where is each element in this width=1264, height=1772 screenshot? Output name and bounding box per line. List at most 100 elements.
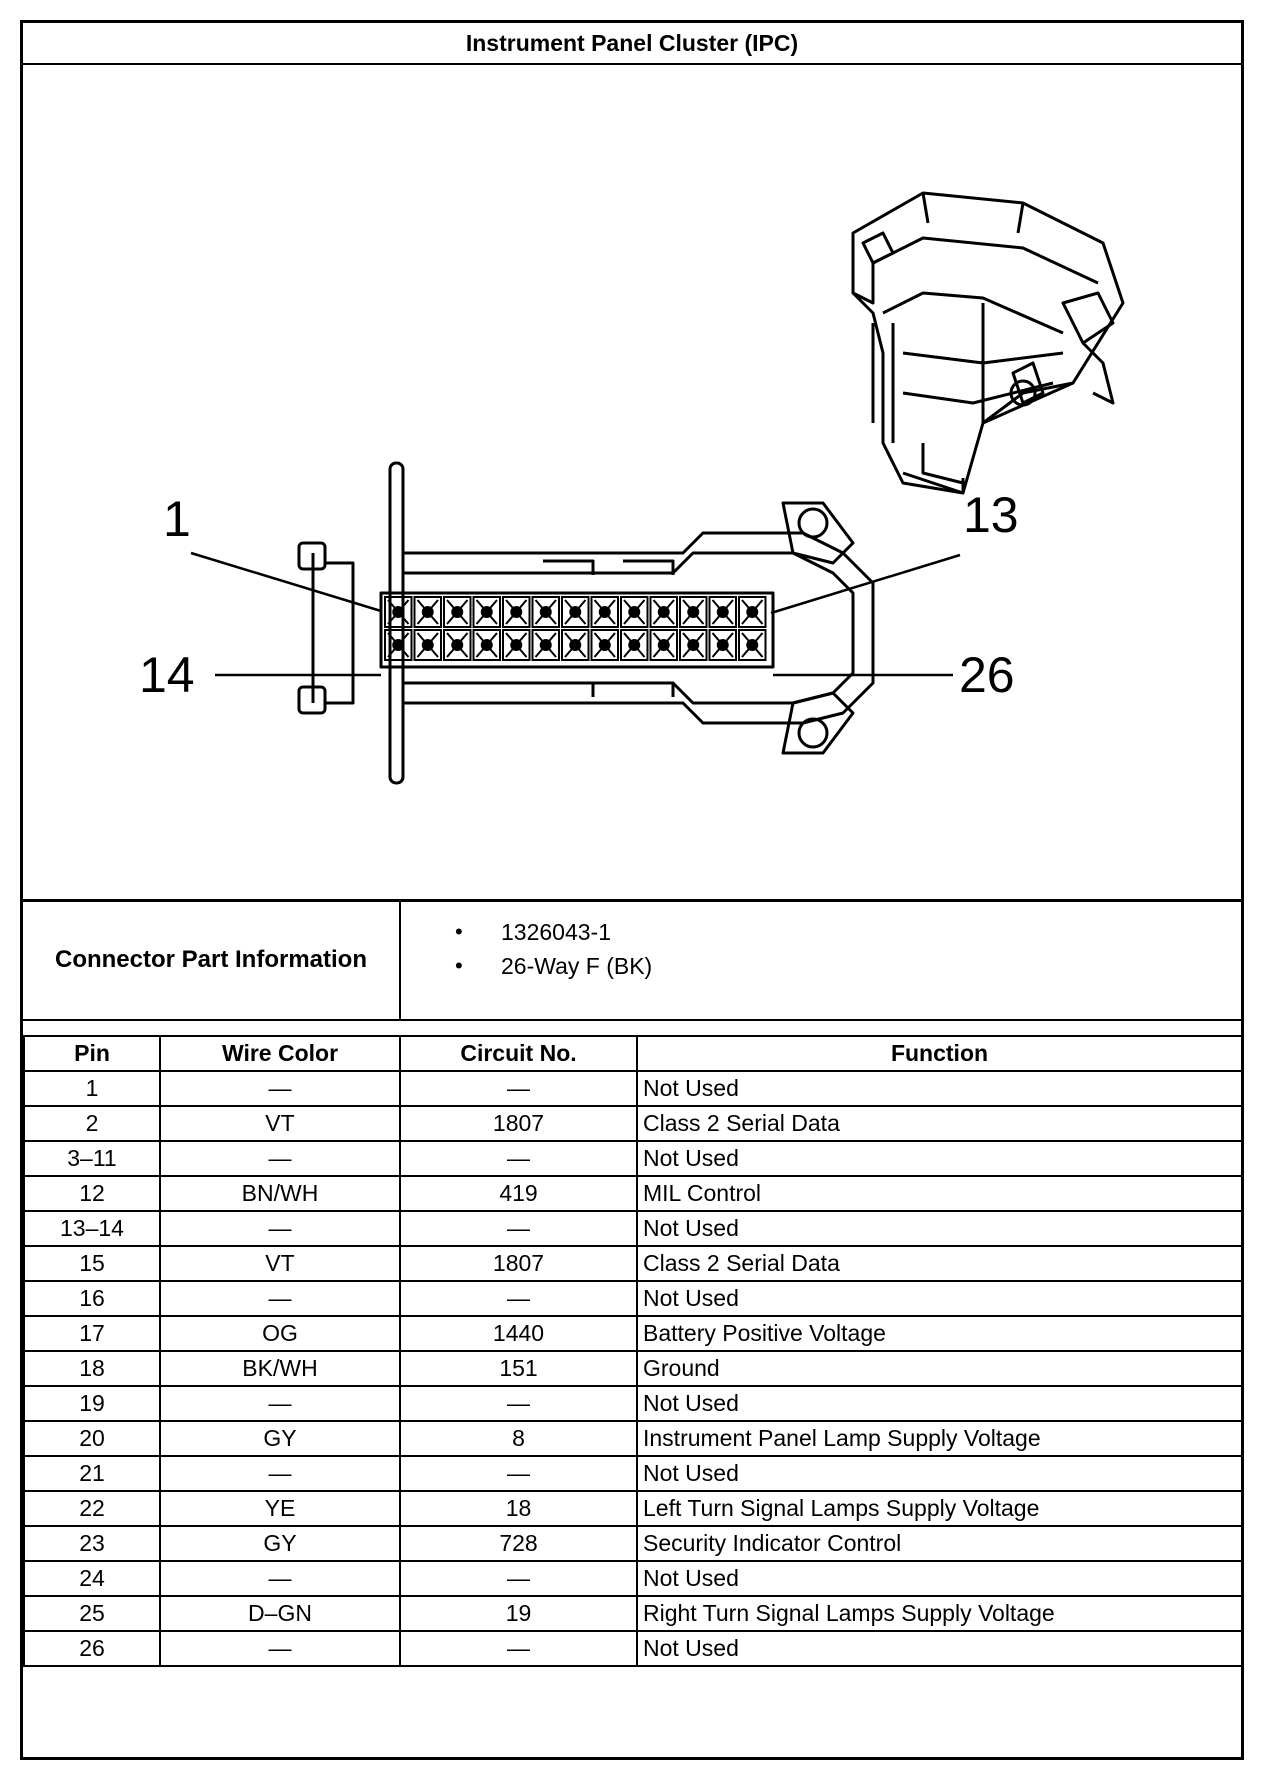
pin-cavity-mark bbox=[505, 632, 528, 658]
pin-cavity bbox=[561, 629, 590, 661]
wire-color-cell: GY bbox=[159, 1420, 401, 1457]
pin-cavity-mark bbox=[652, 632, 675, 658]
circuit-cell: — bbox=[399, 1455, 638, 1492]
wire-color-cell: — bbox=[159, 1140, 401, 1177]
wire-color-cell: BN/WH bbox=[159, 1175, 401, 1212]
circuit-cell: 8 bbox=[399, 1420, 638, 1457]
connector-info-list: 1326043-1 26-Way F (BK) bbox=[399, 901, 1241, 1019]
pin-cavity-mark bbox=[741, 599, 764, 625]
pin-cell: 2 bbox=[23, 1105, 161, 1142]
wire-color-cell: D–GN bbox=[159, 1595, 401, 1632]
pin-cavity bbox=[502, 629, 531, 661]
pin-cell: 15 bbox=[23, 1245, 161, 1282]
connector-sheet: Instrument Panel Cluster (IPC) bbox=[20, 20, 1244, 1760]
wire-color-cell: GY bbox=[159, 1525, 401, 1562]
pin-cavity bbox=[413, 629, 442, 661]
pin-cell: 21 bbox=[23, 1455, 161, 1492]
part-number: 1326043-1 bbox=[399, 915, 1241, 949]
table-row: 19——Not Used bbox=[23, 1385, 1243, 1422]
pin-cavity bbox=[738, 596, 767, 628]
header-wire-color: Wire Color bbox=[159, 1035, 401, 1072]
pin-cavity-mark bbox=[534, 632, 557, 658]
pin-cell: 26 bbox=[23, 1630, 161, 1667]
function-cell: Not Used bbox=[636, 1070, 1243, 1107]
connector-drawing: 1 14 13 26 bbox=[139, 191, 1125, 785]
table-row: 24——Not Used bbox=[23, 1560, 1243, 1597]
pin-cavity bbox=[738, 629, 767, 661]
function-cell: Not Used bbox=[636, 1385, 1243, 1422]
pin-cell: 12 bbox=[23, 1175, 161, 1212]
pin-cavity bbox=[679, 629, 708, 661]
circuit-cell: — bbox=[399, 1210, 638, 1247]
pin-cavity-mark bbox=[652, 599, 675, 625]
connector-part-info: Connector Part Information 1326043-1 26-… bbox=[23, 901, 1241, 1021]
pin-cavity-mark bbox=[711, 599, 734, 625]
circuit-cell: 19 bbox=[399, 1595, 638, 1632]
pin-cavity bbox=[620, 596, 649, 628]
pin-cell: 1 bbox=[23, 1070, 161, 1107]
callout-pin-14: 14 bbox=[139, 647, 195, 703]
table-row: 21——Not Used bbox=[23, 1455, 1243, 1492]
pin-cavity-mark bbox=[623, 599, 646, 625]
page-title: Instrument Panel Cluster (IPC) bbox=[23, 23, 1241, 65]
circuit-cell: 151 bbox=[399, 1350, 638, 1387]
connector-description: 26-Way F (BK) bbox=[399, 949, 1241, 983]
circuit-cell: 728 bbox=[399, 1525, 638, 1562]
table-row: 1——Not Used bbox=[23, 1070, 1243, 1107]
function-cell: Security Indicator Control bbox=[636, 1525, 1243, 1562]
pin-cavity bbox=[531, 596, 560, 628]
wire-color-cell: OG bbox=[159, 1315, 401, 1352]
function-cell: Not Used bbox=[636, 1210, 1243, 1247]
header-pin: Pin bbox=[23, 1035, 161, 1072]
circuit-cell: — bbox=[399, 1385, 638, 1422]
wire-color-cell: — bbox=[159, 1560, 401, 1597]
pin-cavity-mark bbox=[682, 599, 705, 625]
function-cell: Instrument Panel Lamp Supply Voltage bbox=[636, 1420, 1243, 1457]
circuit-cell: 1807 bbox=[399, 1245, 638, 1282]
pin-cavity-mark bbox=[475, 632, 498, 658]
table-row: 26——Not Used bbox=[23, 1630, 1243, 1667]
pin-cell: 24 bbox=[23, 1560, 161, 1597]
pin-cavity-grid bbox=[384, 596, 767, 661]
wire-color-cell: — bbox=[159, 1630, 401, 1667]
function-cell: Not Used bbox=[636, 1280, 1243, 1317]
pin-cavity bbox=[561, 596, 590, 628]
wire-color-cell: VT bbox=[159, 1245, 401, 1282]
pin-cavity-mark bbox=[741, 632, 764, 658]
pin-cavity-mark bbox=[475, 599, 498, 625]
table-header-row: Pin Wire Color Circuit No. Function bbox=[23, 1035, 1243, 1072]
header-circuit: Circuit No. bbox=[399, 1035, 638, 1072]
wire-color-cell: — bbox=[159, 1280, 401, 1317]
pin-cavity-mark bbox=[593, 599, 616, 625]
pin-cavity bbox=[708, 596, 737, 628]
pin-cavity bbox=[620, 629, 649, 661]
pin-cavity bbox=[384, 596, 413, 628]
pin-cavity-mark bbox=[387, 632, 410, 658]
circuit-cell: — bbox=[399, 1070, 638, 1107]
function-cell: Battery Positive Voltage bbox=[636, 1315, 1243, 1352]
connector-3d-view bbox=[851, 191, 1125, 495]
wire-color-cell: YE bbox=[159, 1490, 401, 1527]
pin-cavity-mark bbox=[446, 599, 469, 625]
wire-color-cell: VT bbox=[159, 1105, 401, 1142]
function-cell: MIL Control bbox=[636, 1175, 1243, 1212]
circuit-cell: 419 bbox=[399, 1175, 638, 1212]
pin-cell: 18 bbox=[23, 1350, 161, 1387]
pin-cavity-mark bbox=[593, 632, 616, 658]
wire-color-cell: — bbox=[159, 1385, 401, 1422]
pin-cell: 17 bbox=[23, 1315, 161, 1352]
pin-cavity bbox=[472, 596, 501, 628]
wire-color-cell: — bbox=[159, 1455, 401, 1492]
circuit-cell: — bbox=[399, 1280, 638, 1317]
function-cell: Class 2 Serial Data bbox=[636, 1245, 1243, 1282]
pin-cavity-mark bbox=[505, 599, 528, 625]
pin-cavity bbox=[590, 596, 619, 628]
pin-cavity-mark bbox=[416, 599, 439, 625]
pin-cavity-mark bbox=[534, 599, 557, 625]
